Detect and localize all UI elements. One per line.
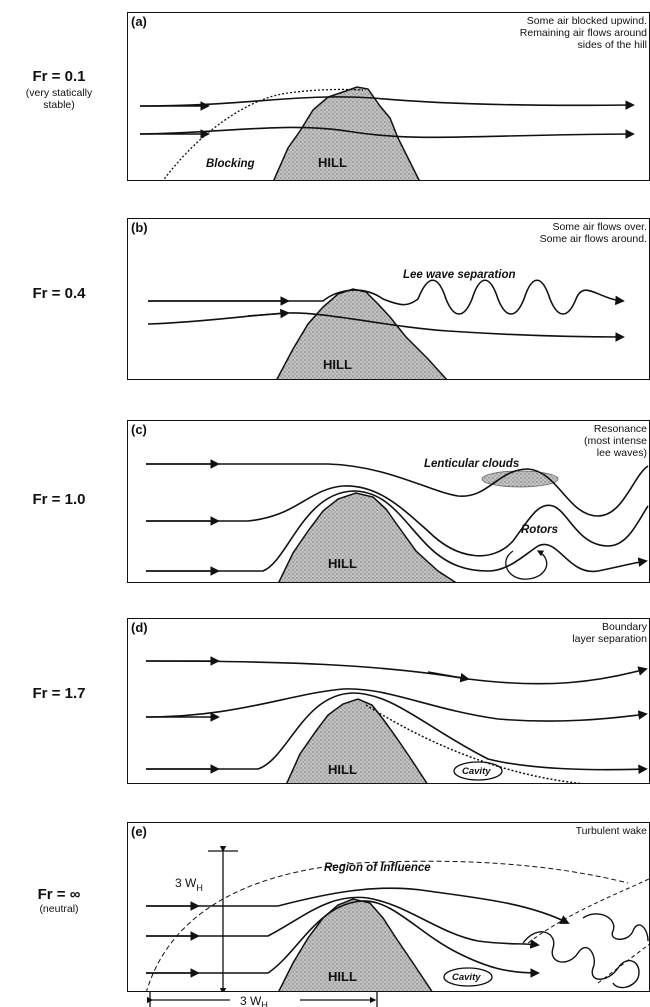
fr-label-c: Fr = 1.0 [0,491,118,508]
cavity-circle [443,967,493,987]
lenticular-cloud [481,470,559,488]
dim-text: 3 W [240,994,262,1007]
fr-value: Fr = ∞ [37,886,81,903]
turbulent-eddies [582,913,649,942]
streamline [146,490,539,572]
desc-line: Resonance [593,423,647,435]
hill-label: HILL [328,556,357,571]
desc-line: layer separation [572,633,647,645]
panel-description: Boundary layer separation [572,621,647,645]
streamline [139,126,635,139]
vertical-dimension-label: 3 WH [175,876,203,893]
fr-note: (very statically stable) [25,87,93,111]
hill-shape [286,698,428,783]
fr-label-e: Fr = ∞ (neutral) [0,886,118,915]
hill-label: HILL [323,357,352,372]
streamline [148,279,625,315]
streamline [146,900,540,978]
lenticular-label: Lenticular clouds [424,458,519,470]
streamline [537,543,648,573]
panel-d: (d) Boundary layer separation Cavity HIL… [127,618,650,784]
desc-line: Some air blocked upwind. [526,15,647,27]
hill-label: HILL [328,969,357,984]
panel-d-diagram: Cavity HILL [145,656,648,783]
desc-line: Boundary [602,621,647,633]
region-boundary [146,860,629,991]
panel-letter: (d) [131,620,148,635]
fr-label-b: Fr = 0.4 [0,285,118,302]
bottom-dimension-label: 3 WH [240,994,268,1007]
hill-label: HILL [318,155,347,170]
panel-description: Some air flows over. Some air flows arou… [540,221,647,245]
cavity-label: Cavity [452,972,481,983]
panel-a: (a) Some air blocked upwind. Remaining a… [127,12,650,181]
desc-line: sides of the hill [577,39,647,51]
hill-shape [276,288,448,379]
dim-text: 3 W [175,876,197,890]
streamline [146,485,649,557]
streamline [145,688,648,722]
rotor-arrow [505,550,548,580]
dim-sub: H [261,1000,268,1007]
fr-value: Fr = 0.4 [32,285,86,302]
cavity-circle [453,761,503,781]
panel-a-diagram: HILL Blocking [139,86,635,180]
panel-letter: (c) [131,422,147,437]
panel-letter: (b) [131,220,148,235]
hill-shape [278,492,457,582]
fr-note: (neutral) [39,903,79,915]
streamline [146,896,540,949]
fr-label-d: Fr = 1.7 [0,685,118,702]
panel-c-diagram: HILL Lenticular clouds Rotors [146,458,649,582]
panel-e-diagram: Cavity HILL Region of Influence 3 WH [146,845,649,991]
streamline [147,312,625,342]
streamline [146,692,648,775]
panel-letter: (a) [131,14,147,29]
panel-description: Turbulent wake [576,825,647,837]
streamline [146,887,570,924]
separation-line [365,704,584,783]
desc-line: Remaining air flows around [519,27,647,39]
panel-b: (b) Some air flows over. Some air flows … [127,218,650,380]
fr-label-a: Fr = 0.1 (very statically stable) [0,68,118,111]
panel-description: Some air blocked upwind. Remaining air f… [520,15,647,51]
flow-arrow [427,671,470,683]
cavity-label: Cavity [462,766,491,777]
wake-boundary [527,878,649,944]
fr-value: Fr = 0.1 [32,68,86,85]
streamline [145,660,648,685]
blocking-boundary [162,88,364,180]
panel-letter: (e) [131,824,147,839]
turbulent-eddies [522,931,640,989]
desc-line: (most intense [583,435,647,447]
panel-c: (c) Resonance (most intense lee waves) H… [127,420,650,583]
rotors-label: Rotors [521,524,558,536]
panel-description: Resonance (most intense lee waves) [584,423,647,459]
desc-line: Turbulent wake [575,825,647,837]
streamline [146,463,649,517]
flow-arrow [247,308,290,319]
fr-value: Fr = 1.0 [32,491,86,508]
blocking-label: Blocking [206,158,255,170]
desc-line: Some air flows around. [539,233,647,245]
panel-e: (e) Turbulent wake Cavity HILL Region of… [127,822,650,992]
wake-pointer [597,943,649,984]
hill-label: HILL [328,762,357,777]
dim-sub: H [196,883,203,893]
fr-value: Fr = 1.7 [32,685,86,702]
desc-line: Some air flows over. [552,221,647,233]
panel-b-diagram: HILL Lee wave separation [147,269,625,379]
desc-line: lee waves) [596,447,647,459]
streamline [139,96,635,110]
region-label: Region of Influence [324,862,431,874]
lee-wave-label: Lee wave separation [403,269,516,281]
